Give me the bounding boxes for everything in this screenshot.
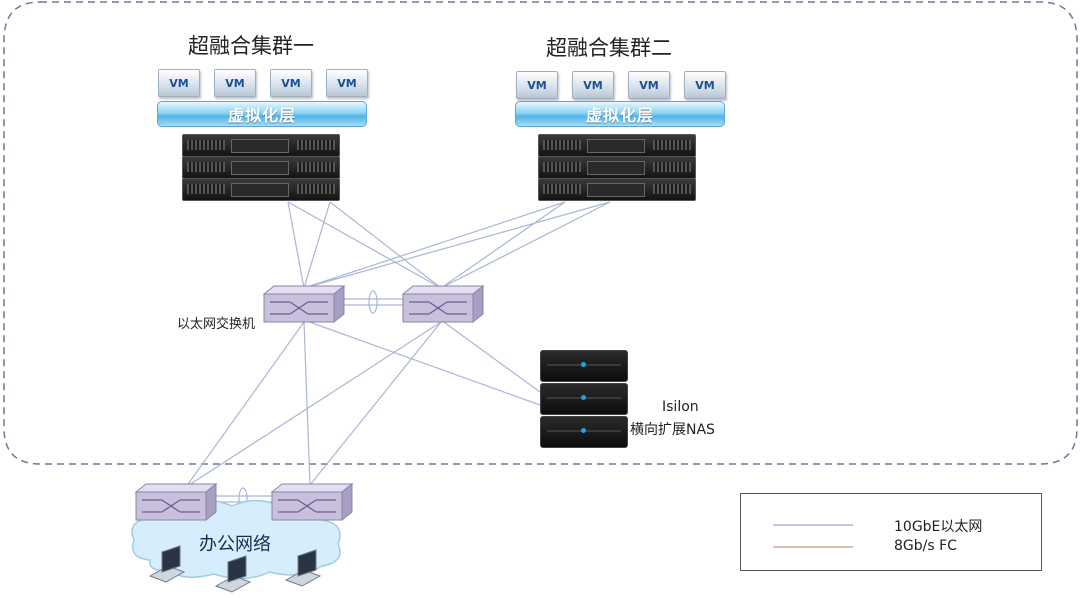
legend — [740, 493, 1042, 571]
virtualization-layer: 虚拟化层 — [515, 101, 725, 127]
vm-icon: VM — [214, 69, 256, 97]
server-icon — [538, 156, 696, 179]
storage-desc: 横向扩展NAS — [630, 422, 715, 438]
nas-unit-icon — [540, 383, 628, 415]
cluster-title: 超融合集群一 — [188, 34, 314, 58]
cluster-title: 超融合集群二 — [546, 36, 672, 60]
datacenter-boundary — [3, 1, 1078, 465]
switch-icon — [270, 482, 354, 522]
computer-icon — [214, 555, 252, 593]
vm-icon: VM — [628, 71, 670, 99]
nas-unit-icon — [540, 350, 628, 382]
server-icon — [182, 134, 340, 157]
vm-icon: VM — [158, 69, 200, 97]
nas-unit-icon — [540, 416, 628, 448]
vm-icon: VM — [572, 71, 614, 99]
server-icon — [538, 178, 696, 201]
office-network-label: 办公网络 — [199, 534, 271, 555]
vm-icon: VM — [326, 69, 368, 97]
ethernet-links — [185, 201, 611, 488]
computer-icon — [284, 549, 322, 587]
computer-icon — [148, 545, 186, 583]
storage-name: Isilon — [662, 399, 699, 415]
vm-icon: VM — [684, 71, 726, 99]
vm-icon: VM — [516, 71, 558, 99]
server-icon — [182, 156, 340, 179]
server-icon — [182, 178, 340, 201]
vm-icon: VM — [270, 69, 312, 97]
legend-label-fc: 8Gb/s FC — [894, 538, 957, 554]
virtualization-layer: 虚拟化层 — [157, 101, 367, 127]
switch-icon — [401, 284, 485, 324]
server-icon — [538, 134, 696, 157]
legend-label-ethernet: 10GbE以太网 — [894, 519, 983, 535]
switch-icon — [262, 284, 346, 324]
switch-label: 以太网交换机 — [177, 317, 256, 332]
switch-icon — [134, 482, 218, 522]
